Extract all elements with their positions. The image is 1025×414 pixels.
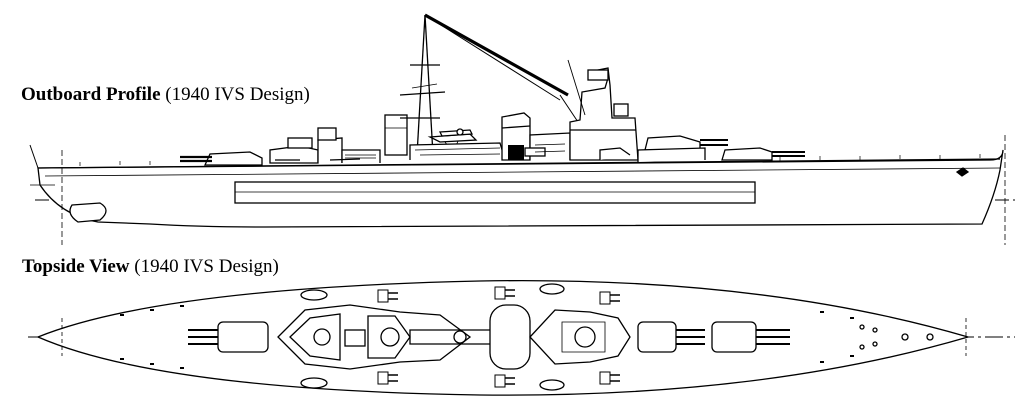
secondary-mounts — [377, 286, 620, 388]
topside-view-caption: Topside View (1940 IVS Design) — [22, 256, 279, 278]
outboard-profile-subtitle: (1940 IVS Design) — [160, 84, 310, 105]
turret-b — [637, 135, 728, 162]
mainmast — [399, 14, 446, 156]
topside-view-subtitle: (1940 IVS Design) — [129, 256, 279, 277]
topside-funnel — [489, 304, 531, 370]
outboard-profile-caption: Outboard Profile (1940 IVS Design) — [21, 84, 310, 106]
armour-belt — [234, 181, 756, 204]
topside-turret-a — [711, 321, 790, 353]
aft-tower — [384, 114, 408, 156]
outboard-profile-title: Outboard Profile — [21, 84, 161, 105]
topside-turret-b — [637, 321, 705, 353]
topside-turret-c — [188, 321, 269, 353]
rudder — [69, 202, 107, 223]
turret-d — [269, 137, 319, 164]
bow-crest — [955, 167, 970, 177]
turret-a — [721, 147, 805, 161]
turret-c — [180, 151, 263, 166]
topside-view-title: Topside View — [22, 256, 130, 277]
funnel — [501, 112, 531, 161]
aircraft-crane — [424, 13, 581, 126]
bridge-tower — [567, 59, 639, 161]
